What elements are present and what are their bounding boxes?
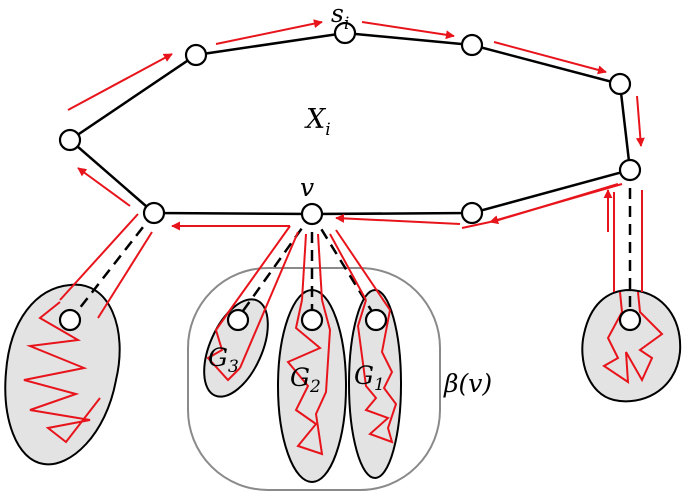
vertex: [460, 201, 484, 225]
label-g1: G1: [354, 361, 385, 395]
label-x-i: Xi: [304, 104, 331, 140]
blob-g2: [277, 289, 347, 483]
vertex: [618, 158, 642, 182]
vertex: [608, 72, 632, 96]
vertex: [142, 201, 166, 225]
vertex: [58, 128, 82, 152]
vertex: [184, 43, 208, 67]
walk-g2: [286, 299, 332, 456]
vertex-right-blob: [618, 308, 642, 332]
label-g3: G3: [208, 343, 239, 377]
vertex-g3: [226, 308, 250, 332]
vertex-g1: [364, 308, 388, 332]
walk-g3: [206, 309, 241, 382]
right-blob: [581, 288, 682, 403]
label-v: v: [300, 173, 314, 202]
walk-g1: [356, 299, 398, 444]
vertex-g2: [300, 308, 324, 332]
beta-region: [187, 267, 441, 491]
blob-g3: [203, 298, 269, 398]
vertices: [58, 21, 642, 332]
walk-path: [59, 19, 645, 369]
label-g2: G2: [290, 363, 321, 397]
blob-g1: [348, 289, 402, 479]
label-beta-v: β(v): [443, 369, 492, 398]
vertex-left-blob: [58, 308, 82, 332]
walk-left-blob: [23, 301, 101, 444]
label-s-i: si: [331, 0, 349, 34]
cycle-edges: [67, 31, 632, 216]
left-blob: [4, 283, 121, 466]
walk-right-blob: [602, 291, 664, 384]
vertex-v: [300, 202, 324, 226]
vertex: [460, 33, 484, 57]
dashed-connectors: [71, 170, 632, 320]
vertex-s-i: [333, 21, 357, 45]
